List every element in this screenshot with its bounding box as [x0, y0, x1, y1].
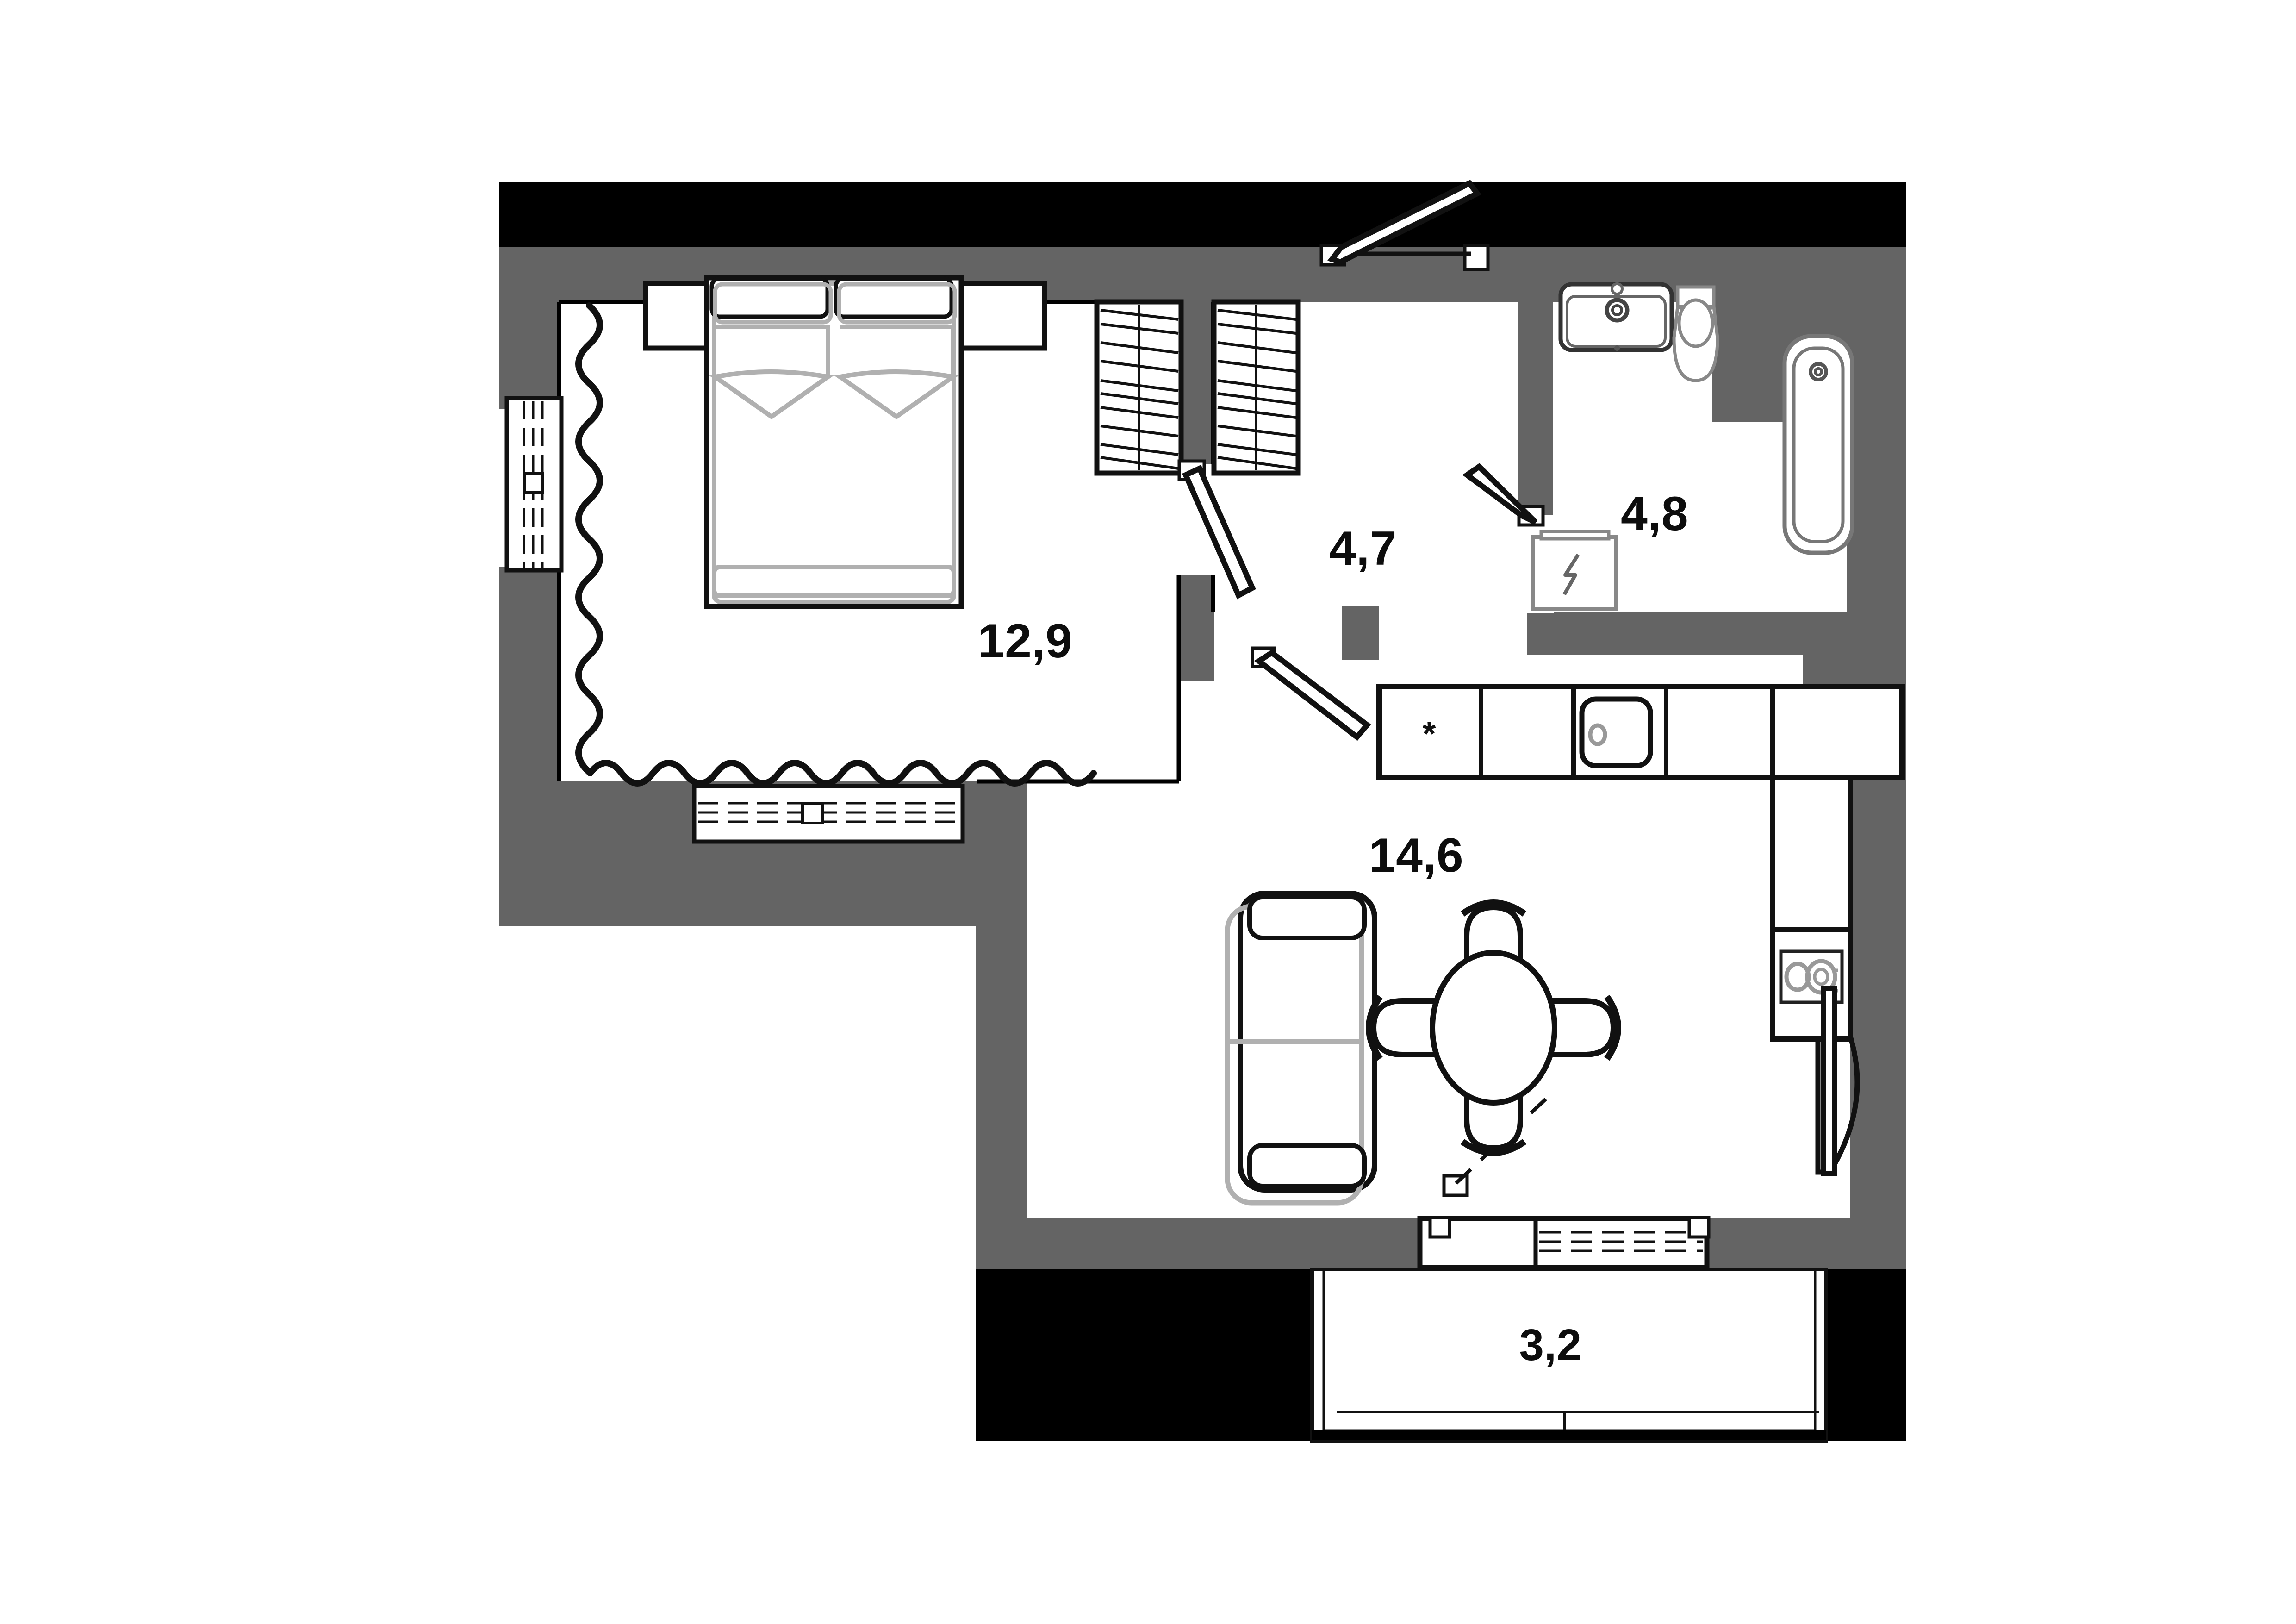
bed-duvet: [712, 281, 956, 604]
balcony-exit-door: [1442, 1098, 1547, 1197]
area-label-bathroom: 4,8: [1620, 487, 1689, 541]
kitchen-door: [1251, 646, 1371, 741]
cooktop: [1779, 949, 1844, 1004]
area-label-balcony: 3,2: [1519, 1320, 1582, 1370]
area-label-living: 14,6: [1369, 829, 1464, 882]
entrance-door: [1319, 180, 1490, 271]
kitchen-sink: [1579, 696, 1653, 768]
chair-east: [1537, 994, 1621, 1061]
bed-sheet-fold-2: [834, 325, 959, 420]
bathtub: [1782, 334, 1854, 555]
sofa: [1225, 891, 1377, 1206]
bed-foot: [712, 565, 956, 598]
wardrobes: [1094, 299, 1301, 476]
kitchen-counter-right: [1770, 775, 1853, 933]
curtain-bottom: [587, 760, 1097, 787]
pillow-right-shadow: [837, 282, 957, 325]
living-room-furniture: [1225, 891, 1837, 1206]
pillow-right: [834, 276, 954, 319]
nightstand-right: [958, 281, 1047, 351]
window-bottom: [692, 784, 965, 844]
pillow-left: [709, 276, 830, 319]
area-label-bedroom: 12,9: [977, 614, 1073, 668]
toilet: [1672, 285, 1719, 382]
kitchen: *: [1376, 684, 1905, 1042]
balcony: [1310, 1268, 1828, 1443]
bed-sheet-fold: [709, 325, 834, 420]
bathroom-door: [1462, 463, 1545, 527]
bedroom-contents: [504, 275, 1097, 844]
curtain-left: [575, 302, 603, 775]
asterisk-marker: *: [1423, 714, 1436, 753]
washbasin: [1558, 282, 1674, 352]
bedroom-door: [1177, 459, 1256, 600]
radiator: [1821, 986, 1837, 1176]
round-dining-table: [1430, 950, 1557, 1106]
bathroom-fixtures: [1531, 282, 1854, 611]
pillow-left-shadow: [713, 282, 833, 325]
area-label-hall: 4,7: [1329, 522, 1397, 575]
wardrobe-right-hanger-lines: [1217, 309, 1296, 470]
lightning-bolt-icon: [1562, 553, 1580, 595]
wardrobe-left-hanger-lines: [1100, 309, 1179, 470]
balcony-window: [1417, 1216, 1711, 1270]
window-left: [504, 396, 564, 573]
water-heater: [1531, 530, 1618, 611]
dining-set: [1366, 899, 1621, 1156]
